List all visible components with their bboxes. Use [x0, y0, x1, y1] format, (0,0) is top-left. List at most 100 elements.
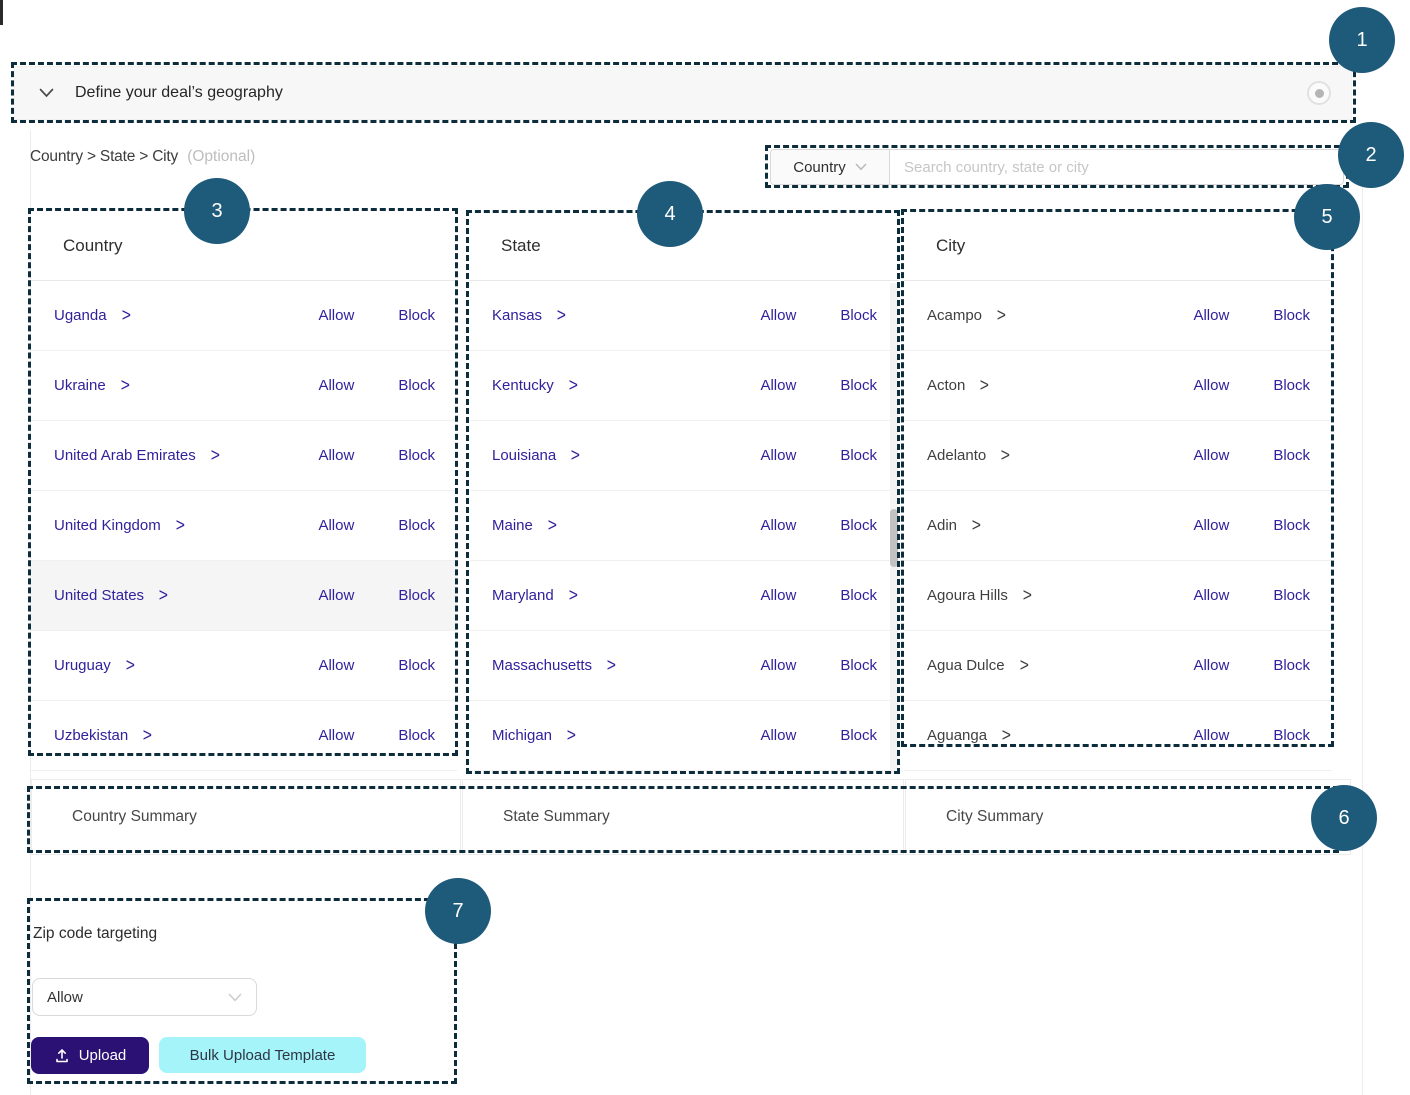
item-label[interactable]: Maryland — [492, 587, 554, 604]
allow-link[interactable]: Allow — [1193, 447, 1230, 464]
item-label[interactable]: Louisiana — [492, 447, 557, 464]
country-summary[interactable]: Country Summary — [31, 779, 461, 855]
search-scope-dropdown[interactable]: Country — [771, 150, 890, 184]
block-link[interactable]: Block — [840, 377, 877, 394]
block-link[interactable]: Block — [398, 307, 435, 324]
item-label[interactable]: Michigan — [492, 727, 553, 744]
list-item[interactable]: Uruguay> Allow Block — [31, 631, 457, 701]
list-item-selected[interactable]: United States> Allow Block — [31, 561, 457, 631]
list-item[interactable]: Aguanga> Allow Block — [904, 701, 1332, 771]
chevron-down-icon[interactable] — [39, 88, 54, 98]
list-item[interactable]: Ukraine> Allow Block — [31, 351, 457, 421]
list-item[interactable]: Maryland > Allow Block — [469, 561, 899, 631]
allow-link[interactable]: Allow — [318, 517, 355, 534]
item-label[interactable]: Adin — [927, 517, 958, 534]
item-label[interactable]: Acampo — [927, 307, 983, 324]
allow-link[interactable]: Allow — [760, 727, 797, 744]
item-label[interactable]: United Kingdom — [54, 517, 161, 534]
allow-link[interactable]: Allow — [760, 307, 797, 324]
allow-link[interactable]: Allow — [318, 657, 355, 674]
allow-link[interactable]: Allow — [1193, 307, 1230, 324]
scrollbar-thumb[interactable] — [890, 509, 898, 567]
allow-link[interactable]: Allow — [760, 517, 797, 534]
allow-link[interactable]: Allow — [760, 657, 797, 674]
block-link[interactable]: Block — [398, 587, 435, 604]
block-link[interactable]: Block — [398, 377, 435, 394]
list-item[interactable]: Adin> Allow Block — [904, 491, 1332, 561]
chevron-right-icon: > — [568, 585, 578, 606]
list-item[interactable]: Uganda> Allow Block — [31, 281, 457, 351]
city-summary[interactable]: City Summary — [905, 779, 1351, 855]
list-item[interactable]: United Arab Emirates> Allow Block — [31, 421, 457, 491]
list-item[interactable]: Acampo> Allow Block — [904, 281, 1332, 351]
geography-accordion-header[interactable]: Define your deal’s geography — [14, 66, 1352, 120]
item-label[interactable]: Aguanga — [927, 727, 988, 744]
block-link[interactable]: Block — [840, 657, 877, 674]
list-item[interactable]: Agoura Hills> Allow Block — [904, 561, 1332, 631]
item-label[interactable]: Massachusetts — [492, 657, 593, 674]
item-label[interactable]: Acton — [927, 377, 966, 394]
state-summary[interactable]: State Summary — [462, 779, 904, 855]
allow-link[interactable]: Allow — [760, 377, 797, 394]
block-link[interactable]: Block — [1273, 587, 1310, 604]
item-label[interactable]: United Arab Emirates — [54, 447, 196, 464]
allow-link[interactable]: Allow — [1193, 657, 1230, 674]
block-link[interactable]: Block — [840, 727, 877, 744]
list-item[interactable]: Massachusetts> Allow Block — [469, 631, 899, 701]
upload-button[interactable]: Upload — [31, 1037, 149, 1074]
zip-mode-select[interactable]: Allow — [32, 978, 257, 1016]
item-label[interactable]: Ukraine — [54, 377, 106, 394]
item-label[interactable]: Uruguay — [54, 657, 111, 674]
allow-link[interactable]: Allow — [318, 587, 355, 604]
bulk-upload-template-button[interactable]: Bulk Upload Template — [159, 1037, 366, 1073]
allow-link[interactable]: Allow — [1193, 727, 1230, 744]
list-item[interactable]: Agua Dulce> Allow Block — [904, 631, 1332, 701]
list-item[interactable]: Louisiana> Allow Block — [469, 421, 899, 491]
item-label[interactable]: Agua Dulce — [927, 657, 1005, 674]
block-link[interactable]: Block — [840, 517, 877, 534]
block-link[interactable]: Block — [840, 307, 877, 324]
list-item[interactable]: United Kingdom> Allow Block — [31, 491, 457, 561]
block-link[interactable]: Block — [1273, 447, 1310, 464]
search-input[interactable] — [890, 150, 1343, 184]
block-link[interactable]: Block — [1273, 657, 1310, 674]
allow-link[interactable]: Allow — [318, 447, 355, 464]
item-label[interactable]: Kentucky — [492, 377, 554, 394]
radio-indicator-icon[interactable] — [1307, 81, 1331, 105]
block-link[interactable]: Block — [1273, 377, 1310, 394]
block-link[interactable]: Block — [398, 727, 435, 744]
item-label[interactable]: Uganda — [54, 307, 107, 324]
block-link[interactable]: Block — [1273, 517, 1310, 534]
list-item[interactable]: Acton> Allow Block — [904, 351, 1332, 421]
block-link[interactable]: Block — [1273, 727, 1310, 744]
item-label[interactable]: Kansas — [492, 307, 543, 324]
allow-link[interactable]: Allow — [318, 307, 355, 324]
item-label[interactable]: Maine — [492, 517, 533, 534]
list-item[interactable]: Adelanto> Allow Block — [904, 421, 1332, 491]
item-label[interactable]: United States — [54, 587, 145, 604]
block-link[interactable]: Block — [398, 517, 435, 534]
allow-link[interactable]: Allow — [760, 447, 797, 464]
block-link[interactable]: Block — [398, 447, 435, 464]
block-link[interactable]: Block — [1273, 307, 1310, 324]
block-link[interactable]: Block — [840, 447, 877, 464]
annotation-badge-2: 2 — [1338, 122, 1404, 188]
list-item[interactable]: Maine> Allow Block — [469, 491, 899, 561]
allow-link[interactable]: Allow — [1193, 587, 1230, 604]
item-label[interactable]: Agoura Hills — [927, 587, 1008, 604]
allow-link[interactable]: Allow — [1193, 517, 1230, 534]
zip-targeting-title: Zip code targeting — [33, 925, 158, 942]
list-item[interactable]: Uzbekistan> Allow Block — [31, 701, 457, 771]
block-link[interactable]: Block — [398, 657, 435, 674]
allow-link[interactable]: Allow — [318, 727, 355, 744]
list-item[interactable]: Kansas> Allow Block — [469, 281, 899, 351]
item-label[interactable]: Uzbekistan — [54, 727, 129, 744]
allow-link[interactable]: Allow — [760, 587, 797, 604]
scrollbar[interactable] — [890, 283, 898, 773]
allow-link[interactable]: Allow — [1193, 377, 1230, 394]
list-item[interactable]: Kentucky> Allow Block — [469, 351, 899, 421]
item-label[interactable]: Adelanto — [927, 447, 987, 464]
list-item[interactable]: Michigan> Allow Block — [469, 701, 899, 771]
allow-link[interactable]: Allow — [318, 377, 355, 394]
block-link[interactable]: Block — [840, 587, 877, 604]
